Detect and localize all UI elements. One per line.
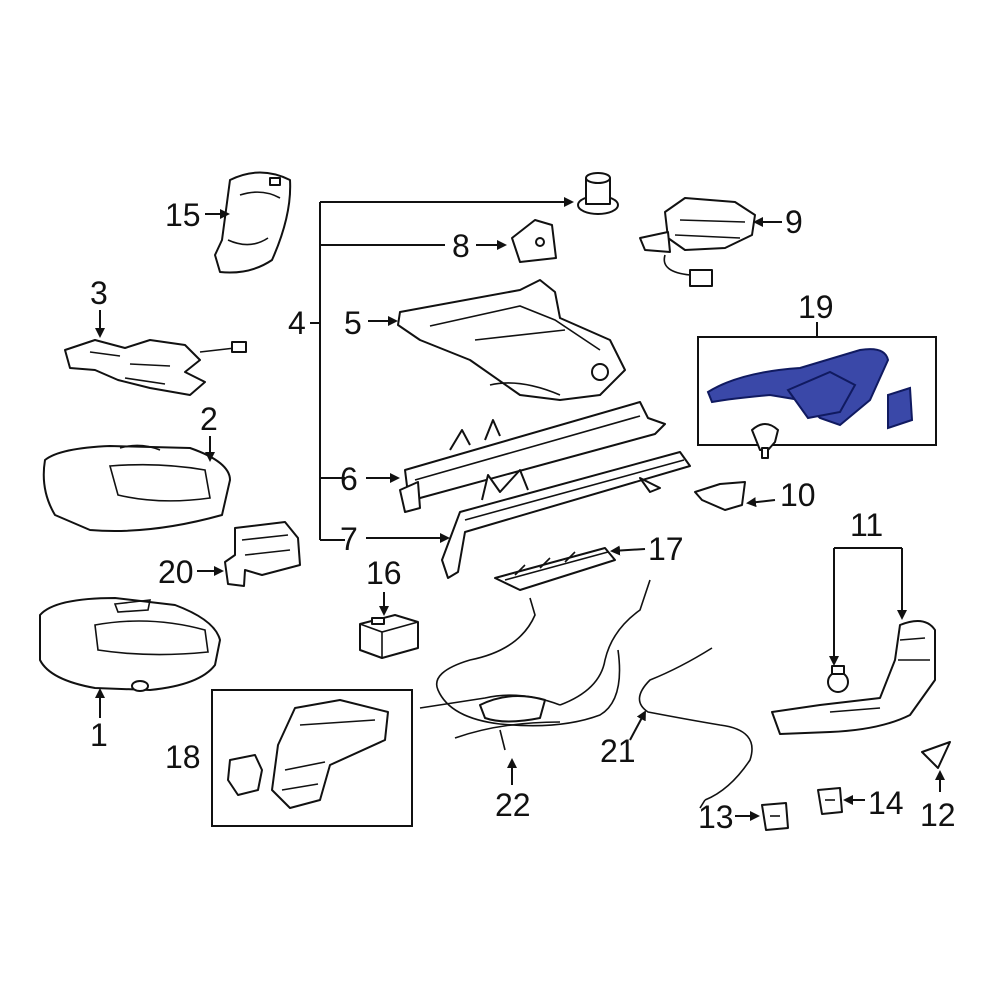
part-18-cover[interactable] — [227, 699, 389, 809]
part-5-seat-frame[interactable] — [397, 279, 626, 401]
part-8-bracket[interactable] — [511, 219, 557, 263]
part-19-trim-cover[interactable] — [706, 348, 914, 459]
assembly-4-bracket — [310, 197, 574, 541]
callout-11-leaders — [829, 547, 907, 666]
callout-12: 12 — [920, 797, 956, 833]
callout-6: 6 — [340, 461, 358, 497]
callout-8: 8 — [452, 228, 470, 264]
callout-9: 9 — [785, 204, 803, 240]
callout-1: 1 — [90, 717, 108, 753]
callout-5: 5 — [344, 305, 362, 341]
callout-14: 14 — [868, 785, 904, 821]
inset-box-18 — [211, 689, 413, 827]
part-14-switch[interactable] — [817, 787, 843, 815]
part-9-height-adjuster[interactable] — [639, 197, 756, 287]
callout-11: 11 — [850, 507, 883, 543]
part-17-tray[interactable] — [494, 547, 616, 591]
callout-13: 13 — [698, 799, 734, 835]
callout-20: 20 — [158, 554, 194, 590]
callout-22: 22 — [495, 787, 531, 823]
callout-4: 4 — [288, 305, 306, 341]
part-21-cable[interactable] — [638, 647, 753, 809]
part-10-cover[interactable] — [694, 481, 746, 511]
callout-19: 19 — [798, 289, 834, 325]
part-12-clip[interactable] — [921, 741, 951, 769]
callout-10: 10 — [780, 477, 816, 513]
part-bushing[interactable] — [577, 172, 619, 215]
callout-7: 7 — [340, 521, 358, 557]
part-3-seat-heater[interactable] — [64, 339, 247, 396]
part-13-switch[interactable] — [761, 802, 789, 831]
part-16-module[interactable] — [359, 614, 419, 659]
part-7-seat-track[interactable] — [441, 451, 691, 579]
callout-3: 3 — [90, 275, 108, 311]
callout-17: 17 — [648, 531, 684, 567]
part-2-cushion-pad[interactable] — [42, 444, 231, 532]
callout-16: 16 — [366, 555, 402, 591]
callout-15: 15 — [165, 197, 201, 233]
part-6-seat-track[interactable] — [399, 401, 666, 513]
part-1-cushion-assembly[interactable] — [39, 597, 221, 692]
part-20-bracket[interactable] — [224, 521, 301, 587]
part-22-wire-harness[interactable] — [419, 579, 651, 751]
callout-18: 18 — [165, 739, 201, 775]
callout-2: 2 — [200, 401, 218, 437]
part-15-back-panel[interactable] — [214, 171, 292, 274]
part-11-side-shield[interactable] — [771, 620, 936, 735]
